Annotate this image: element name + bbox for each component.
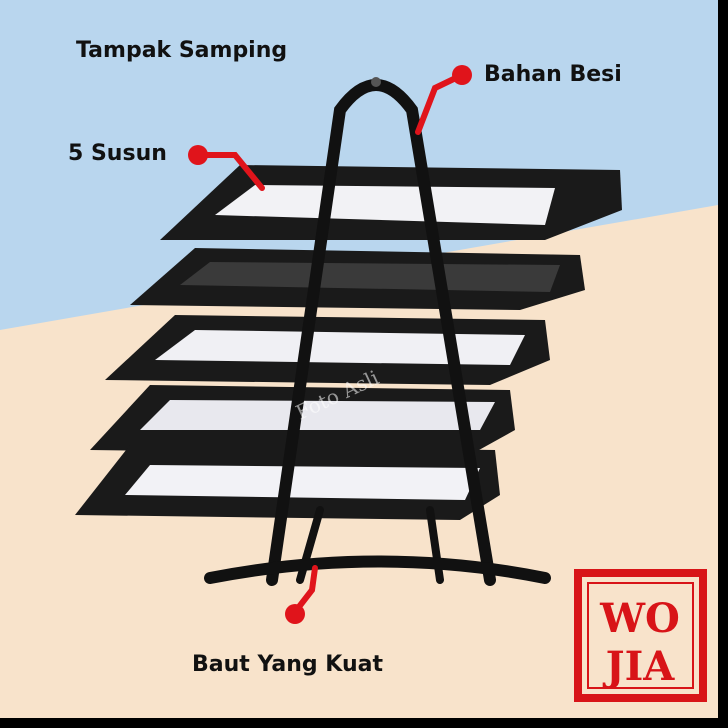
tray-2 [130,248,585,310]
wojia-logo: WO JIA [574,569,707,702]
top-bolt [371,77,381,87]
tray-1 [160,165,622,240]
title-label: Tampak Samping [76,38,288,63]
tray-4 [90,385,515,455]
tiers-label: 5 Susun [68,141,167,166]
bolt-label: Baut Yang Kuat [192,652,383,677]
material-label: Bahan Besi [484,62,622,87]
svg-text:JIA: JIA [603,643,676,690]
annotation-dots [188,65,472,624]
svg-text:WO: WO [599,595,680,642]
sky-background [0,0,718,330]
tray-3 [105,315,550,385]
mesh-trays [75,165,622,520]
